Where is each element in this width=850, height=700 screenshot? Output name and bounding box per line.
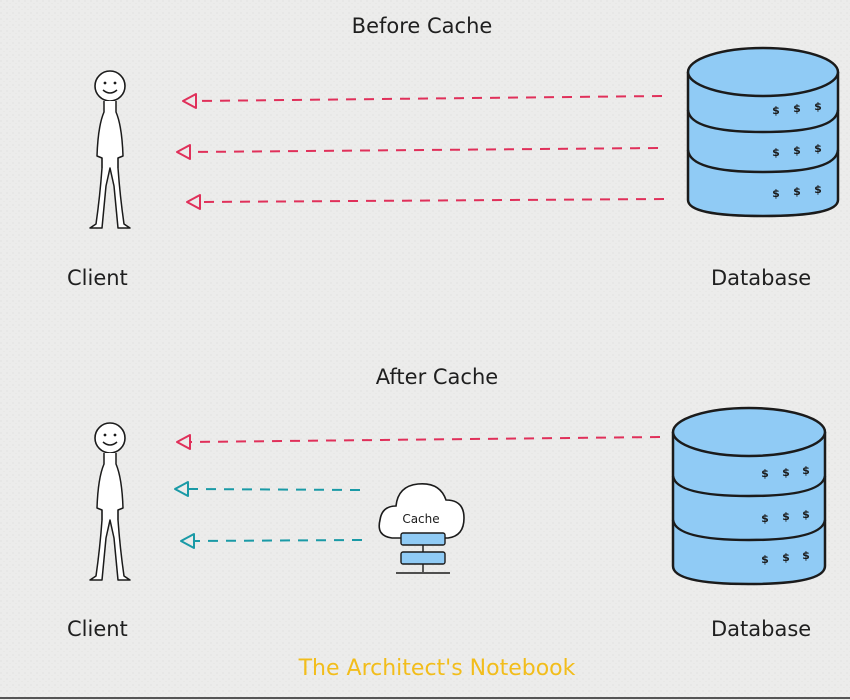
after-database [671, 406, 827, 586]
server-bars-icon [396, 532, 450, 574]
dollar-icon [782, 551, 790, 564]
after-client-label: Client [67, 617, 128, 641]
arrowhead-icon [176, 144, 191, 160]
dollar-icon [782, 466, 790, 479]
dollar-icon [814, 183, 822, 196]
dollar-icon [814, 142, 822, 155]
after-arrows [174, 434, 661, 549]
dollar-icon [793, 144, 801, 157]
before-client-label: Client [67, 266, 128, 290]
dollar-icon [772, 146, 780, 159]
db-response-arrow [199, 198, 665, 203]
db-response-arrow [189, 436, 661, 443]
before-database [686, 46, 840, 218]
dollar-icon [782, 510, 790, 523]
cloud-icon [378, 483, 465, 539]
after-cache-title: After Cache [375, 365, 499, 389]
before-arrows [176, 93, 665, 210]
dollar-icon [802, 508, 810, 521]
after-database-label: Database [711, 617, 812, 641]
arrowhead-icon [186, 194, 201, 210]
dollar-icon [793, 185, 801, 198]
before-cache-title: Before Cache [351, 14, 493, 38]
before-database-label: Database [711, 266, 812, 290]
dollar-icon [802, 464, 810, 477]
dollar-icon [761, 467, 769, 480]
db-response-arrow [195, 95, 663, 102]
arrowhead-icon [174, 481, 189, 497]
dollar-icon [772, 187, 780, 200]
dollar-icon [802, 549, 810, 562]
dollar-icon [814, 100, 822, 113]
dollar-icon [761, 553, 769, 566]
arrowhead-icon [176, 434, 191, 450]
database-icon [686, 46, 840, 218]
dollar-icon [761, 512, 769, 525]
database-icon [671, 406, 827, 586]
arrowhead-icon [182, 93, 197, 109]
cache-label: Cache [402, 512, 439, 526]
dollar-icon [793, 102, 801, 115]
dollar-icon [772, 104, 780, 117]
db-response-arrow [189, 147, 659, 153]
footer-brand: The Architect's Notebook [298, 656, 576, 681]
cache-node [378, 483, 465, 574]
arrowhead-icon [180, 533, 195, 549]
